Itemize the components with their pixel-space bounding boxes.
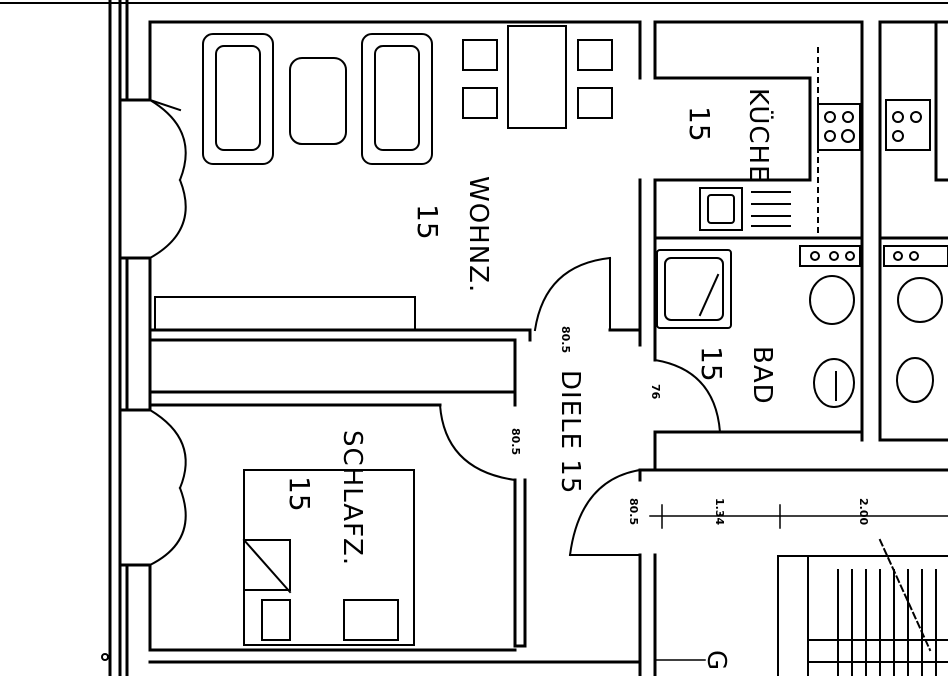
label-schlafz-number-group: 15 [283, 476, 316, 512]
staircase [777, 538, 948, 676]
neighbor-fixtures [883, 99, 948, 403]
label-diele-group: DIELE 15 [555, 370, 585, 494]
dining-table [462, 25, 613, 129]
dim-label-2: 2.00 [857, 498, 870, 525]
door-label-schlafz: 80.5 [509, 428, 522, 455]
label-kuche: KÜCHE [743, 88, 775, 183]
sofa-set [202, 33, 433, 165]
door-label-entry-group: 80.5 [627, 498, 640, 525]
door-label-entry: 80.5 [627, 498, 640, 525]
exterior-left-wall [108, 0, 152, 676]
label-kuche-number-group: 15 [683, 106, 716, 142]
dim-label-2-group: 2.00 [857, 498, 870, 525]
door-label-bad-group: 76 [649, 384, 662, 400]
diele-walls [513, 238, 948, 676]
balcony-door-upper [148, 98, 187, 260]
dim-label-1-group: 1.34 [713, 498, 726, 525]
neighbor-unit-walls [878, 20, 948, 442]
label-bad-group: BAD [747, 346, 777, 405]
bathroom-fixtures [656, 245, 861, 408]
label-wohnz: WOHNZ. [463, 176, 493, 293]
door-swing-entry [568, 468, 642, 557]
label-kuche-group: KÜCHE [743, 88, 775, 183]
door-label-wohnz-group: 80.5 [559, 326, 572, 353]
label-bad-number-group: 15 [695, 346, 728, 382]
kitchen-counter [699, 47, 861, 239]
door-label-bad: 76 [649, 384, 662, 400]
door-label-schlafz-group: 80.5 [509, 428, 522, 455]
label-g: G [701, 650, 731, 671]
label-kuche-number: 15 [683, 106, 716, 142]
label-bad: BAD [747, 346, 777, 405]
bed [242, 469, 415, 646]
balcony-door-lower [148, 408, 187, 567]
label-wohnz-name: WOHNZ. [463, 176, 493, 293]
bottom-walls [148, 648, 706, 664]
top-wall [148, 20, 948, 442]
door-swing-wohnz [533, 256, 612, 332]
door-label-wohnz: 80.5 [559, 326, 572, 353]
dimension-line [649, 504, 948, 529]
corner-marker [101, 653, 109, 661]
label-schlafz: SCHLAFZ. [337, 430, 367, 566]
sideboard [154, 296, 416, 331]
label-g-group: G [701, 650, 731, 671]
door-swing-schlafz [438, 403, 517, 482]
wohnz-schlafz-wall [148, 328, 532, 407]
label-schlafz-number: 15 [283, 476, 316, 512]
kitchen-walls [638, 76, 864, 332]
door-swing-bad [653, 358, 722, 434]
label-schlafz-group: SCHLAFZ. [337, 430, 367, 566]
label-wohnz-number: 15 [411, 204, 444, 240]
label-bad-number: 15 [695, 346, 728, 382]
dim-label-1: 1.34 [713, 498, 726, 525]
label-diele: DIELE 15 [555, 370, 585, 494]
label-wohnz-number-group: 15 [411, 204, 444, 240]
